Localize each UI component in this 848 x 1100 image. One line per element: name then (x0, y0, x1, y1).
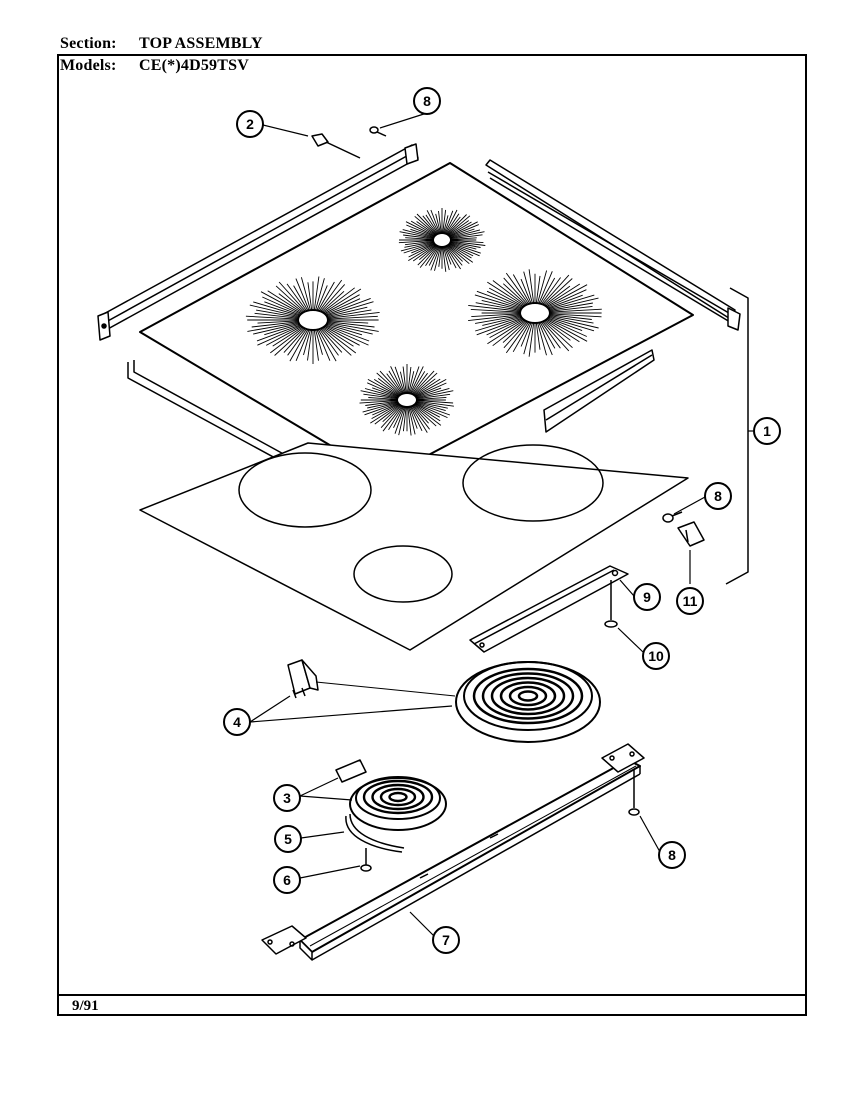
burner-marking (245, 276, 380, 364)
leader-lines (249, 112, 754, 937)
callout-2: 2 (236, 110, 264, 138)
support-crossbar (469, 565, 629, 653)
large-surface-element (455, 661, 601, 743)
coil-ring (472, 667, 584, 725)
coil-ring (371, 783, 425, 811)
svg-text:8: 8 (423, 93, 431, 109)
coil-ring (508, 685, 548, 707)
svg-text:9: 9 (643, 589, 651, 605)
large-element-limiter (287, 659, 456, 699)
callout-3: 3 (273, 784, 301, 812)
screw-8-top (369, 126, 387, 137)
svg-text:8: 8 (668, 847, 676, 863)
footer-divider (57, 994, 807, 996)
callout-11: 11 (676, 587, 704, 615)
burner-marking (359, 364, 454, 436)
burner-marking (468, 269, 602, 357)
coil-ring (388, 791, 408, 803)
svg-text:3: 3 (283, 790, 291, 806)
screw-8-bracket (662, 511, 683, 523)
coil-ring (379, 787, 417, 807)
section-title: TOP ASSEMBLY (139, 35, 263, 52)
svg-text:10: 10 (648, 648, 664, 664)
svg-text:2: 2 (246, 116, 254, 132)
burner-marking (398, 208, 486, 272)
burner-markings (245, 208, 602, 436)
callouts: 1 2 8 8 11 9 10 4 3 5 6 8 7 (223, 87, 781, 954)
coil-ring (362, 779, 434, 815)
callout-9: 9 (633, 583, 661, 611)
coil-ring (517, 690, 539, 702)
assembly-bracket-1 (725, 287, 749, 585)
large-element-coil (472, 667, 584, 725)
coil-ring (481, 672, 575, 720)
callout-8-top: 8 (413, 87, 441, 115)
callout-5: 5 (274, 825, 302, 853)
callout-7: 7 (432, 926, 460, 954)
wire-harness (345, 813, 405, 853)
coil-ring (490, 676, 566, 716)
footer-date: 9/91 (72, 998, 99, 1014)
callout-8-support: 8 (658, 841, 686, 869)
screw-10 (604, 580, 618, 628)
screw-6 (360, 848, 372, 872)
models-value: CE(*)4D59TSV (139, 57, 249, 74)
callout-1: 1 (753, 417, 781, 445)
svg-text:6: 6 (283, 872, 291, 888)
svg-text:5: 5 (284, 831, 292, 847)
svg-text:7: 7 (442, 932, 450, 948)
small-element-coil (362, 779, 434, 815)
coil-ring (499, 681, 557, 711)
callout-4: 4 (223, 708, 251, 736)
diagram-frame (57, 54, 807, 1016)
left-trim-strip (97, 143, 419, 341)
bracket-11 (677, 521, 705, 547)
callout-10: 10 (642, 642, 670, 670)
section-label: Section: (60, 35, 117, 52)
insulation-sheet (139, 442, 689, 651)
models-label: Models: (60, 57, 117, 74)
glass-cooktop (139, 162, 694, 479)
small-surface-element (335, 759, 447, 831)
screw-8-support (628, 770, 640, 816)
right-trim-strip (485, 159, 741, 331)
svg-text:1: 1 (763, 423, 771, 439)
svg-text:4: 4 (233, 714, 241, 730)
callout-8-bracket: 8 (704, 482, 732, 510)
svg-text:11: 11 (683, 593, 698, 609)
element-support-bracket (261, 743, 645, 961)
callout-6: 6 (273, 866, 301, 894)
clip-2 (311, 133, 361, 159)
svg-text:8: 8 (714, 488, 722, 504)
